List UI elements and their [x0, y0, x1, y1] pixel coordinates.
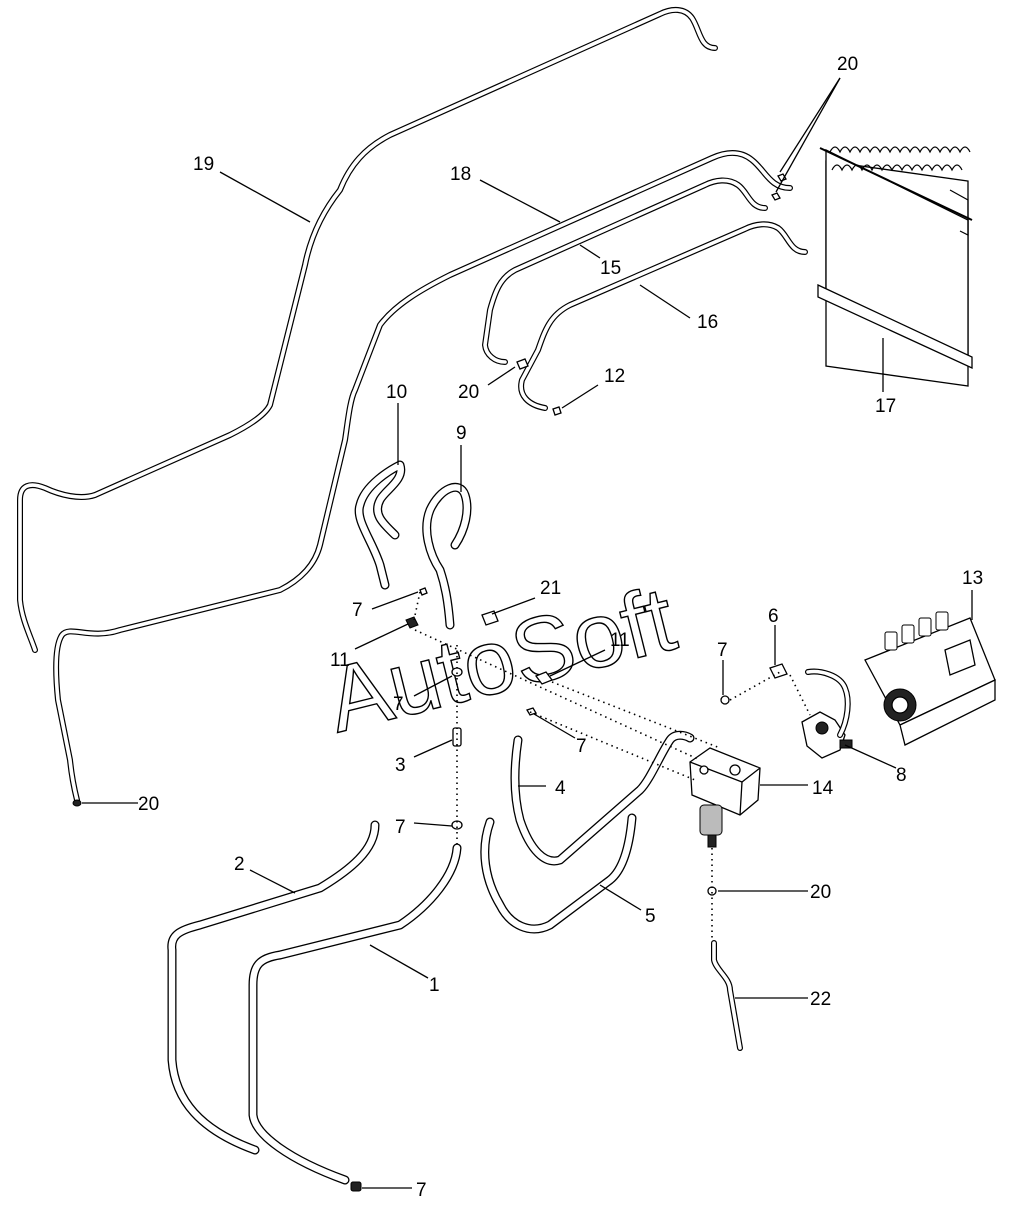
hose-5	[480, 813, 637, 934]
hose-10	[354, 460, 406, 590]
hose-22	[711, 940, 743, 1051]
fitting-11-right	[534, 671, 554, 685]
fitting-7-left	[419, 587, 428, 596]
injection-pump-13	[864, 611, 996, 746]
valve-8	[801, 668, 853, 759]
hose-4	[510, 730, 695, 866]
fitting-7-mid	[526, 707, 537, 716]
pipe-16	[518, 221, 808, 411]
fitting-7-a	[451, 667, 463, 677]
fitting-20-mid	[516, 358, 529, 370]
callout-13: 13	[962, 568, 983, 589]
fitting-11-left	[405, 616, 419, 629]
filter-14	[689, 747, 761, 848]
callout-5: 5	[645, 906, 656, 927]
callout-7-lower: 7	[395, 817, 406, 838]
connector-3	[452, 727, 462, 747]
callout-20-top: 20	[837, 54, 858, 75]
oil-cooler-17	[817, 146, 973, 387]
watermark-text: AutoSoft	[318, 568, 685, 752]
callout-17: 17	[875, 396, 896, 417]
callout-7-mid: 7	[576, 736, 587, 757]
callout-20-filter: 20	[810, 882, 831, 903]
callout-7-bottom: 7	[416, 1180, 427, 1201]
fitting-7-bottom	[350, 1181, 362, 1192]
callout-7-upper: 7	[393, 694, 404, 715]
callout-7-left: 7	[352, 600, 363, 621]
callout-8: 8	[896, 765, 907, 786]
assembly-lines	[413, 591, 811, 940]
callout-20-left: 20	[138, 794, 159, 815]
callout-12: 12	[604, 366, 625, 387]
callout-10: 10	[386, 382, 407, 403]
callout-15: 15	[600, 258, 621, 279]
callout-3: 3	[395, 755, 406, 776]
callout-14: 14	[812, 778, 834, 799]
fitting-12	[552, 406, 562, 416]
fitting-20-top2	[771, 192, 781, 201]
callout-11-right: 11	[610, 630, 630, 651]
pipe-18	[53, 150, 793, 803]
hose-2	[167, 820, 380, 1155]
callout-6: 6	[768, 606, 779, 627]
callout-1: 1	[429, 975, 440, 996]
leader-lines	[82, 77, 973, 1189]
pipe-19	[17, 6, 718, 653]
fitting-20-left	[72, 799, 82, 807]
fittings	[72, 173, 788, 1192]
callout-labels: 19 18 20 15 16 17 20 12 10 9 21 7 11 11 …	[138, 54, 983, 1201]
callout-21: 21	[540, 578, 561, 599]
callout-4: 4	[555, 778, 566, 799]
pipe-15	[482, 177, 768, 365]
callout-2: 2	[234, 854, 245, 875]
callout-7-right: 7	[717, 640, 728, 661]
fitting-20-top1	[777, 173, 787, 182]
callout-20-mid: 20	[458, 382, 479, 403]
fitting-7-right	[720, 695, 730, 705]
callout-22: 22	[810, 989, 831, 1010]
callout-9: 9	[456, 423, 467, 444]
callout-11-left: 11	[330, 650, 350, 671]
callout-18: 18	[450, 164, 471, 185]
callout-19: 19	[193, 154, 214, 175]
hose-1	[248, 843, 462, 1185]
clamp-21	[481, 610, 499, 626]
hose-9	[422, 482, 472, 630]
fitting-6	[769, 663, 788, 679]
fitting-20-bottom	[707, 886, 717, 896]
callout-16: 16	[697, 312, 718, 333]
